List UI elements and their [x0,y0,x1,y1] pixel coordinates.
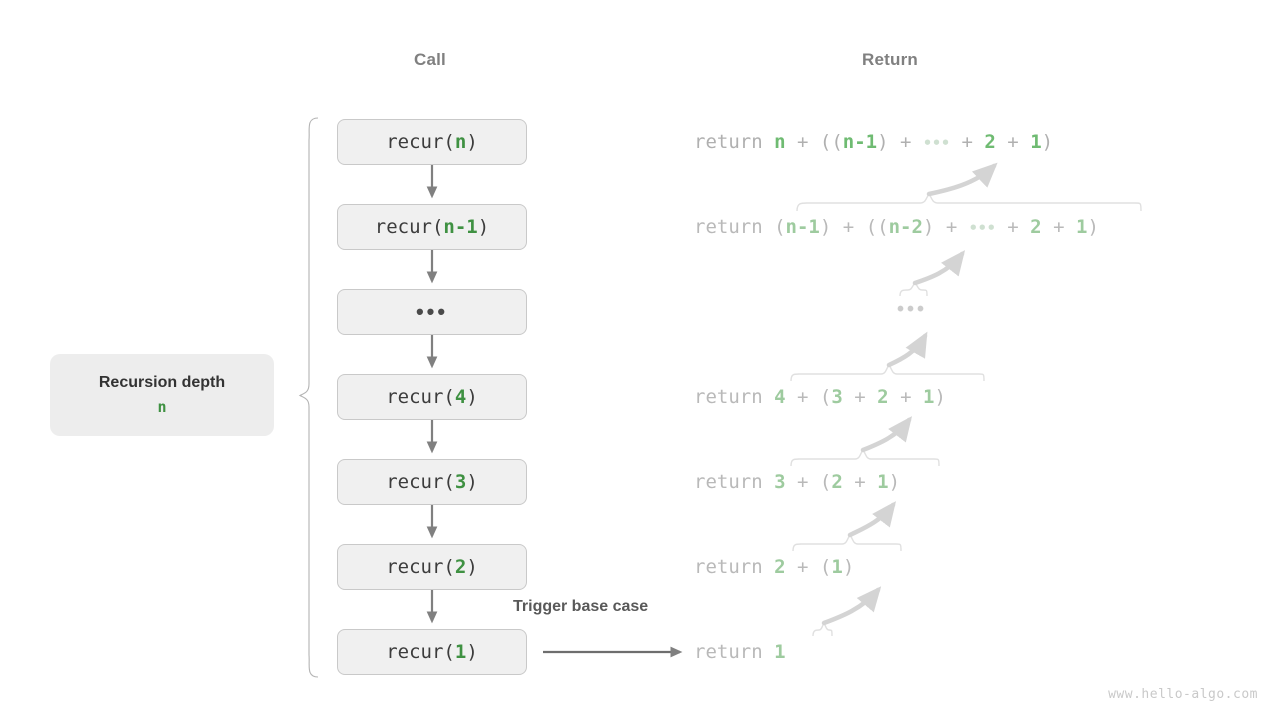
call-box-label: ••• [415,298,449,324]
trigger-base-case-label: Trigger base case [513,598,649,615]
call-box-label: recur(3) [386,471,478,493]
column-header-return: Return [862,50,918,69]
watermark: www.hello-algo.com [1108,687,1258,702]
call-box-label: recur(4) [386,386,478,408]
call-box-label: recur(n) [386,131,478,153]
call-box-ellipsis: ••• [337,289,527,335]
call-box-recur-3: recur(3) [337,459,527,505]
call-box-recur-n: recur(n) [337,119,527,165]
call-box-recur-1: recur(1) [337,629,527,675]
return-line-1: return n + ((n-1) + ••• + 2 + 1) [694,131,1054,153]
recursion-depth-value: n [157,398,167,416]
column-header-call: Call [414,50,446,69]
call-box-recur-4: recur(4) [337,374,527,420]
recursion-depth-title: Recursion depth [98,374,226,391]
return-line-ellipsis: ••• [896,298,928,321]
call-box-recur-n-1: recur(n-1) [337,204,527,250]
return-line-6: return 2 + (1) [694,556,855,578]
return-line-2: return (n-1) + ((n-2) + ••• + 2 + 1) [694,216,1099,238]
return-line-4: return 4 + (3 + 2 + 1) [694,386,946,408]
return-line-5: return 3 + (2 + 1) [694,471,901,493]
recursion-depth-brace [298,117,319,678]
call-box-label: recur(1) [386,641,478,663]
return-line-7: return 1 [694,641,786,663]
call-box-label: recur(2) [386,556,478,578]
call-box-label: recur(n-1) [374,216,490,238]
recursion-depth-callout: Recursion depth n [50,354,274,436]
call-box-recur-2: recur(2) [337,544,527,590]
